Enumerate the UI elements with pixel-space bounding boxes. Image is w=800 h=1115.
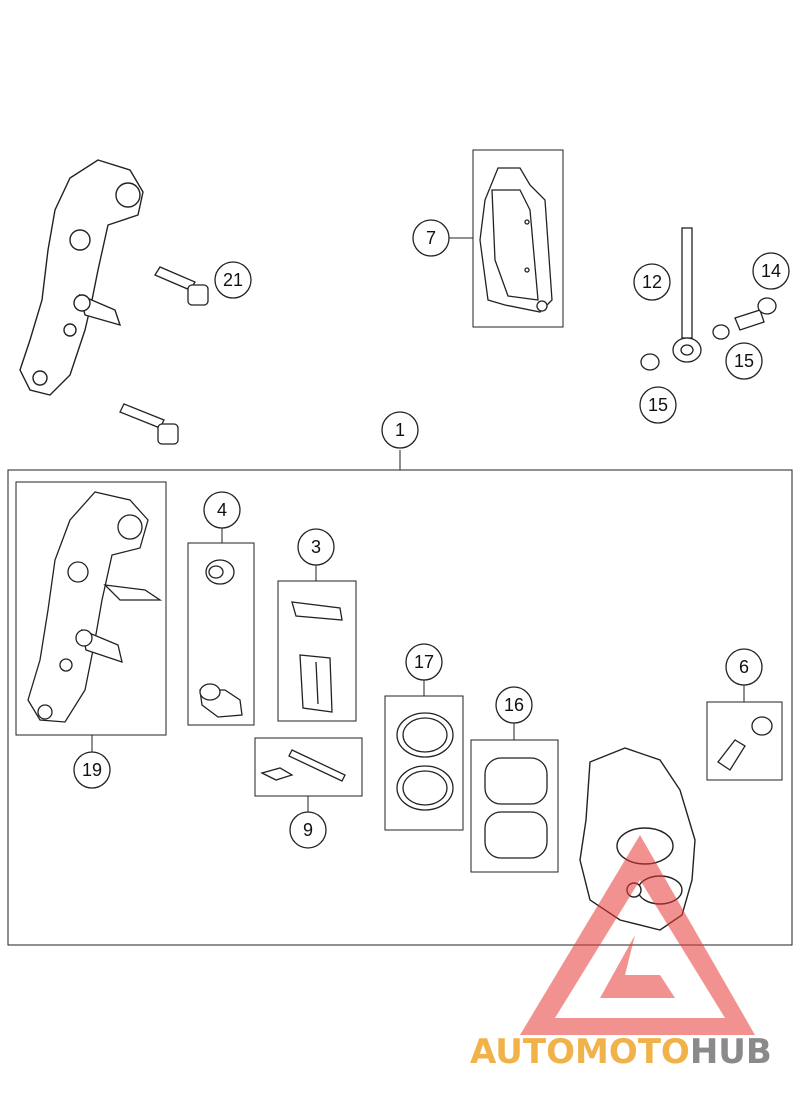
callout-label: 1 [395,420,405,440]
caliper-kit-frame [7,469,793,946]
callout-7: 7 [412,219,473,257]
watermark-text: AUTOMOTOHUB [470,1032,772,1072]
callout-label: 3 [311,537,321,557]
bracket-box [15,481,167,736]
callout-17: 17 [405,643,443,681]
watermark-part-auto: AUTO [470,1032,575,1072]
caliper-bracket-drawing [19,159,144,396]
seal-rings-drawing [396,712,454,811]
watermark-part-moto: MOTO [575,1032,690,1072]
callout-label: 16 [504,695,524,715]
callout-label: 17 [414,652,434,672]
callout-12: 12 [633,263,671,301]
callout-15: 15 [725,342,763,380]
part-4-box [187,542,255,726]
callout-label: 4 [217,500,227,520]
callout-21: 21 [214,261,252,299]
watermark-logo: AUTOMOTOHUB [470,835,772,1072]
callout-9: 9 [289,811,327,849]
callout-label: 15 [734,351,754,371]
pistons-drawing [484,757,548,859]
callout-14: 14 [752,252,790,290]
callout-label: 6 [739,657,749,677]
brake-hose-drawing [640,227,777,371]
callout-15: 15 [639,386,677,424]
bleeder-valve-drawing [717,716,773,771]
part-4-drawing [199,559,243,718]
callout-16: 16 [495,686,533,724]
callout-3: 3 [297,528,335,566]
pad-spring-drawing [291,601,343,713]
callout-label: 15 [648,395,668,415]
callout-label: 12 [642,272,662,292]
bracket-kit-drawing [27,491,163,723]
bolt-drawing [119,266,209,445]
warning-triangle-icon [520,835,755,1035]
callout-6: 6 [725,648,763,686]
bleeder-box [706,701,783,781]
inner-triangle-icon [600,935,675,998]
watermark-part-hub: HUB [690,1032,772,1072]
callout-4: 4 [203,491,241,529]
callout-1: 1 [381,411,419,449]
callout-label: 7 [426,228,436,248]
callout-label: 19 [82,760,102,780]
brake-pad-drawing [479,167,553,313]
callout-label: 14 [761,261,781,281]
pad-pin-drawing [260,749,346,782]
part-9-box [254,737,363,797]
callout-label: 21 [223,270,243,290]
part-3-box [277,580,357,722]
callout-label: 9 [303,820,313,840]
callout-19: 19 [73,751,111,789]
